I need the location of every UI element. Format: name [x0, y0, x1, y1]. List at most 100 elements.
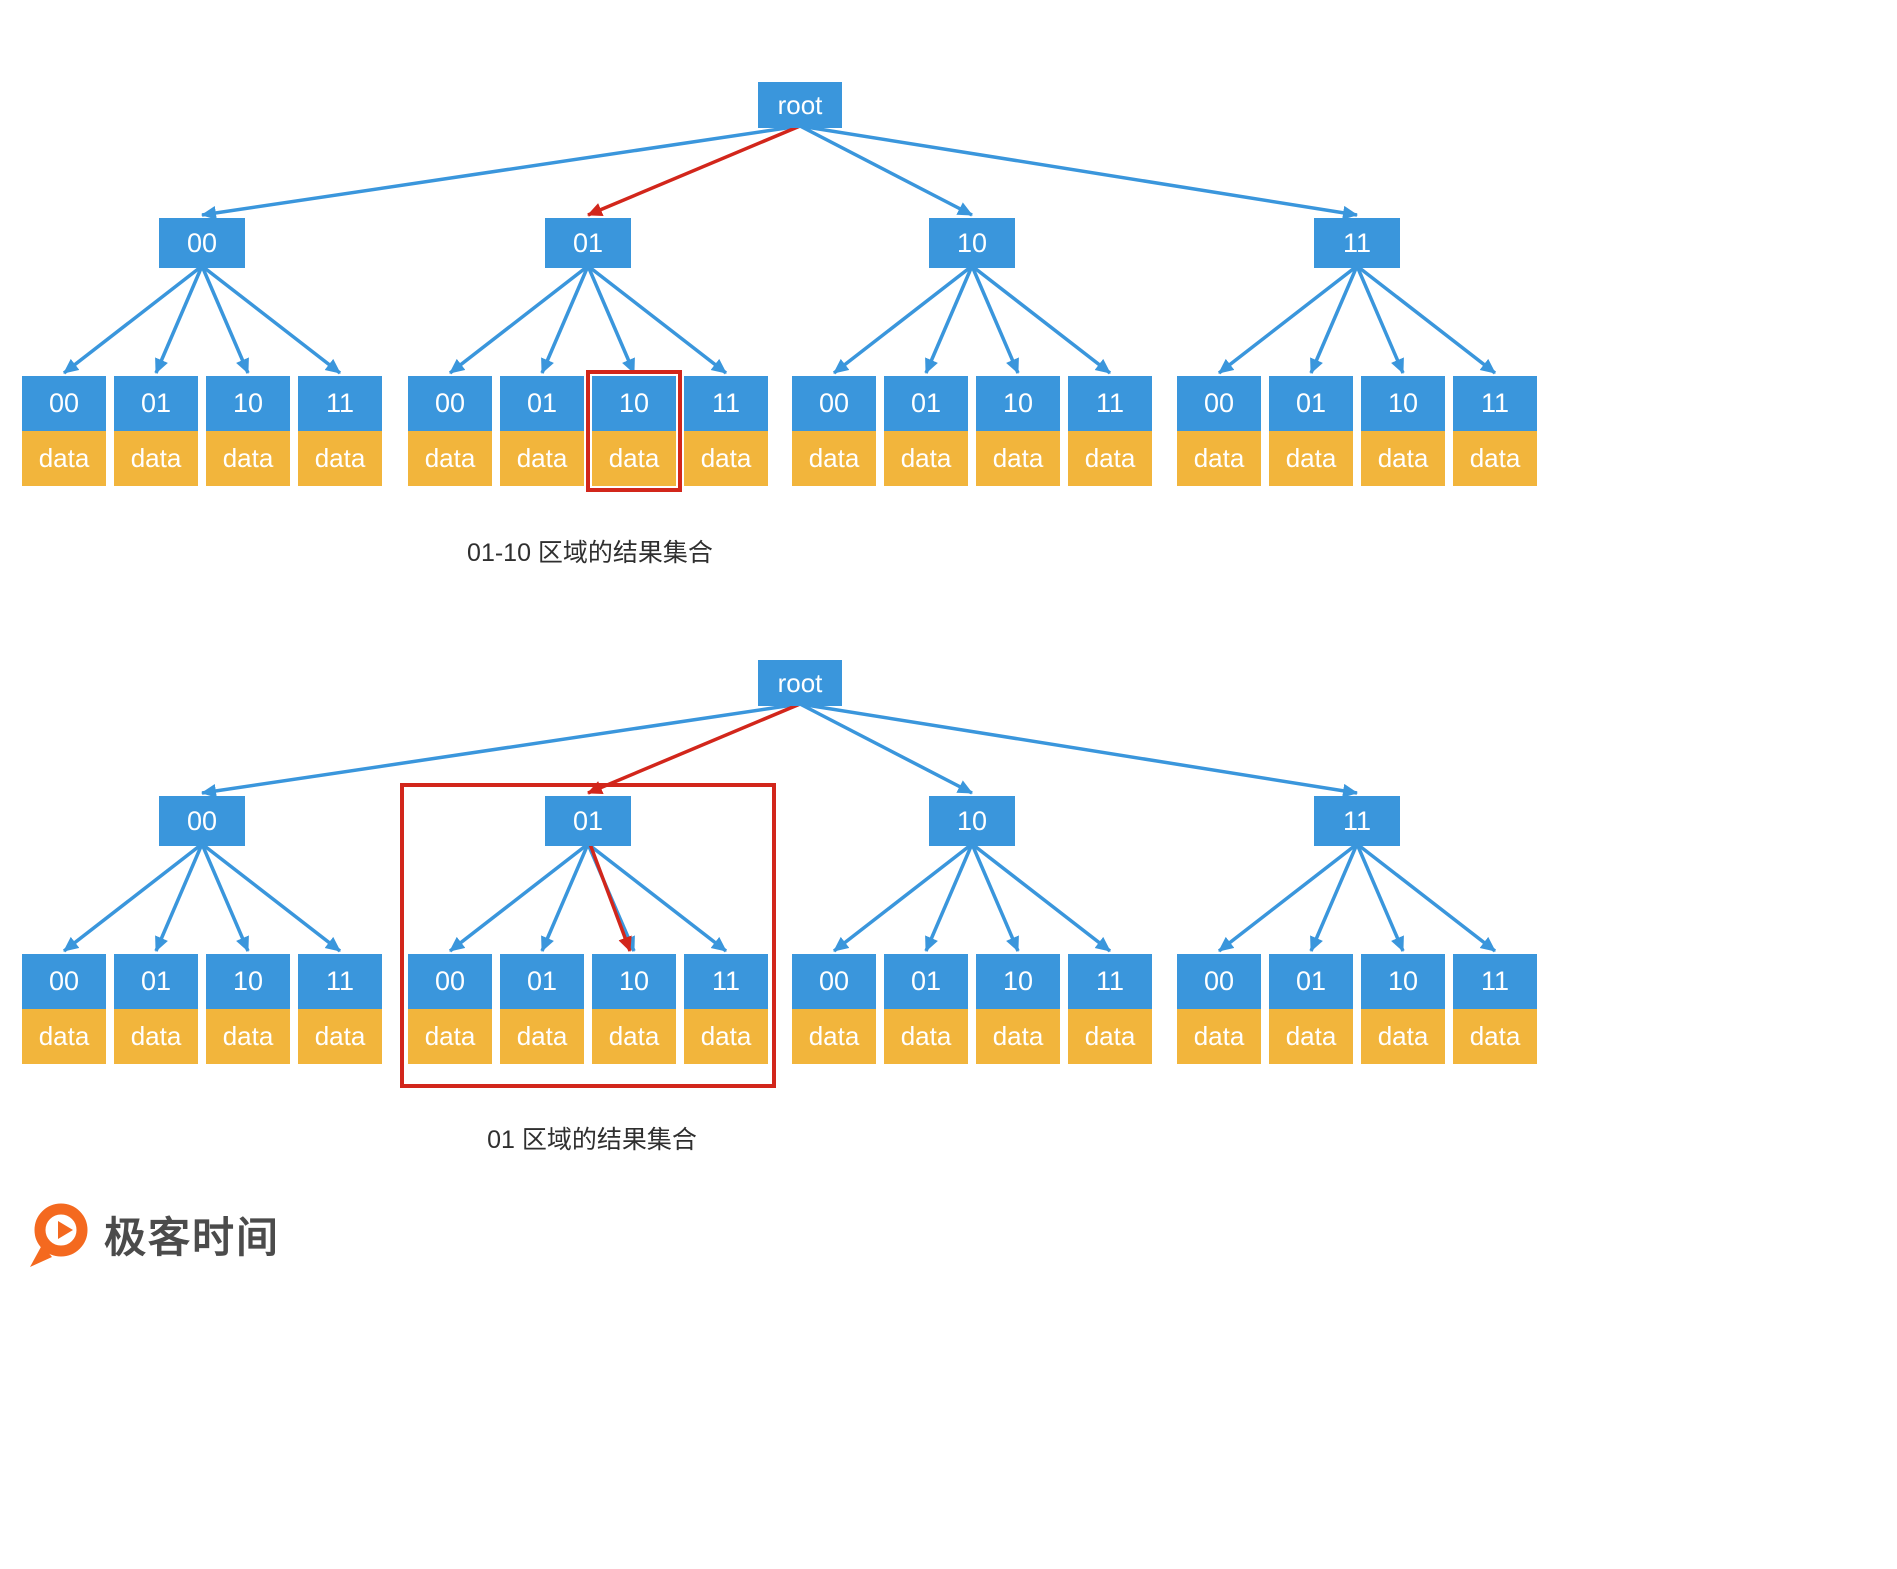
root-to-branch-edge [201, 124, 801, 220]
leaf-data-node: data [1361, 1009, 1445, 1064]
leaf-data-node: data [408, 431, 492, 486]
branch-to-leaf-edge [970, 842, 1112, 953]
branch-to-leaf-edge [200, 264, 342, 375]
leaf-key-node: 00 [408, 376, 492, 431]
root-to-branch-edge [587, 702, 801, 795]
branch-to-leaf-edge [1309, 843, 1359, 952]
leaf-key-node: 11 [1453, 954, 1537, 1009]
leaf-key-node: 10 [206, 376, 290, 431]
leaf-key-node: 01 [114, 376, 198, 431]
leaf-data-node: data [792, 1009, 876, 1064]
root-node: root [758, 82, 842, 128]
root-to-branch-edge [587, 124, 801, 217]
branch-to-leaf-edge [1217, 842, 1359, 953]
leaf-key-node: 00 [1177, 376, 1261, 431]
branch-to-leaf-edge [448, 842, 590, 953]
leaf-key-node: 10 [976, 376, 1060, 431]
leaf-key-node: 10 [592, 954, 676, 1009]
highlight-subtree-box [400, 783, 776, 1088]
branch-to-leaf-edge [448, 264, 590, 375]
highlight-leaf-box [586, 370, 682, 492]
leaf-data-node: data [884, 1009, 968, 1064]
leaf-data-node: data [206, 1009, 290, 1064]
root-node: root [758, 660, 842, 706]
leaf-data-node: data [684, 1009, 768, 1064]
root-to-branch-edge [799, 124, 1358, 220]
branch-to-leaf-edge [200, 842, 342, 953]
branch-to-leaf-edge [62, 264, 204, 375]
leaf-data-node: data [1453, 431, 1537, 486]
caption-range-01-10-result: 01-10 区域的结果集合 [467, 539, 713, 567]
branch-to-leaf-edge [586, 265, 636, 374]
leaf-data-node: data [298, 431, 382, 486]
branch-node: 00 [159, 218, 245, 268]
leaf-data-node: data [592, 431, 676, 486]
geektime-logo-icon [30, 1203, 88, 1267]
leaf-data-node: data [1269, 431, 1353, 486]
branch-to-leaf-edge [1355, 264, 1497, 375]
branch-to-leaf-edge [970, 843, 1020, 952]
root-to-branch-edge [201, 702, 801, 798]
branch-to-leaf-edge [1217, 264, 1359, 375]
leaf-data-node: data [298, 1009, 382, 1064]
branch-to-leaf-edge [832, 842, 974, 953]
leaf-data-node: data [1269, 1009, 1353, 1064]
branch-node: 11 [1314, 218, 1400, 268]
leaf-data-node: data [114, 431, 198, 486]
branch-node: 10 [929, 796, 1015, 846]
leaf-key-node: 10 [1361, 376, 1445, 431]
leaf-key-node: 11 [298, 376, 382, 431]
leaf-data-node: data [206, 431, 290, 486]
leaf-data-node: data [1068, 1009, 1152, 1064]
leaf-data-node: data [684, 431, 768, 486]
leaf-data-node: data [976, 1009, 1060, 1064]
caption-region-01-result: 01 区域的结果集合 [487, 1126, 697, 1154]
leaf-key-node: 00 [408, 954, 492, 1009]
branch-to-leaf-edge [1355, 842, 1497, 953]
leaf-key-node: 11 [684, 954, 768, 1009]
leaf-key-node: 10 [592, 376, 676, 431]
leaf-key-node: 00 [792, 376, 876, 431]
branch-node: 01 [545, 218, 631, 268]
root-to-branch-edge [799, 124, 973, 217]
leaf-data-node: data [1068, 431, 1152, 486]
leaf-key-node: 11 [298, 954, 382, 1009]
geektime-logo: 极客时间 [28, 1200, 280, 1268]
root-to-branch-edge [799, 702, 1358, 798]
leaf-key-node: 01 [114, 954, 198, 1009]
leaf-key-node: 01 [500, 954, 584, 1009]
leaf-key-node: 01 [1269, 376, 1353, 431]
branch-to-leaf-edge [586, 842, 728, 953]
leaf-data-node: data [408, 1009, 492, 1064]
leaf-data-node: data [500, 1009, 584, 1064]
leaf-key-node: 00 [22, 376, 106, 431]
leaf-key-node: 10 [1361, 954, 1445, 1009]
branch-to-leaf-edge [970, 264, 1112, 375]
leaf-key-node: 11 [684, 376, 768, 431]
branch-to-leaf-edge [1309, 265, 1359, 374]
branch-to-leaf-edge [200, 265, 250, 374]
leaf-key-node: 00 [1177, 954, 1261, 1009]
leaf-data-node: data [592, 1009, 676, 1064]
branch-to-leaf-edge [970, 265, 1020, 374]
leaf-key-node: 11 [1068, 376, 1152, 431]
leaf-key-node: 01 [1269, 954, 1353, 1009]
branch-to-leaf-edge [1355, 265, 1405, 374]
branch-to-leaf-edge [586, 264, 728, 375]
branch-node: 00 [159, 796, 245, 846]
leaf-data-node: data [22, 1009, 106, 1064]
leaf-key-node: 01 [500, 376, 584, 431]
root-to-branch-edge [799, 702, 973, 795]
branch-node: 11 [1314, 796, 1400, 846]
branch-to-leaf-edge [154, 843, 204, 952]
branch-node: 01 [545, 796, 631, 846]
leaf-key-node: 10 [206, 954, 290, 1009]
branch-to-leaf-edge [924, 265, 974, 374]
branch-node: 10 [929, 218, 1015, 268]
leaf-data-node: data [976, 431, 1060, 486]
branch-to-leaf-edge [62, 842, 204, 953]
leaf-data-node: data [1453, 1009, 1537, 1064]
leaf-data-node: data [1361, 431, 1445, 486]
leaf-data-node: data [1177, 431, 1261, 486]
